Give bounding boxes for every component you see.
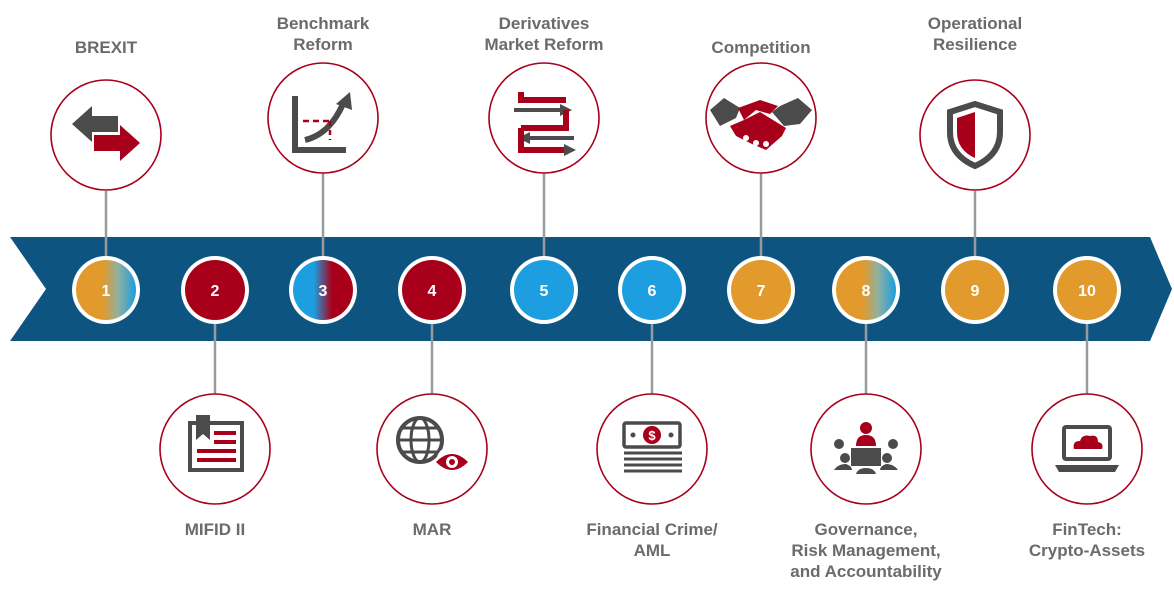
label-line: MAR [412,520,452,539]
milestone-9: 9 [941,256,1009,324]
label-line: Financial Crime/ [586,520,718,539]
meeting-table-icon [834,422,898,474]
milestone-number: 8 [862,283,871,300]
globe-eye-icon [396,416,468,478]
brexit-icon-circle [50,79,162,191]
milestone-6: 6 [618,256,686,324]
milestone-number: 7 [757,283,766,300]
label-brexit: BREXIT [11,37,201,58]
milestone-1: 1 [72,256,140,324]
label-fintech: FinTech: Crypto-Assets [992,519,1174,561]
milestone-markers: 1 2 3 4 5 6 7 [72,256,1121,324]
label-line: Governance, [814,520,918,539]
handshake-icon [710,98,812,150]
label-line: Operational [927,14,1023,33]
milestone-number: 3 [319,283,328,300]
label-resilience: Operational Resilience [880,13,1070,55]
governance-icon-circle [810,393,922,505]
resilience-icon-circle [919,79,1031,191]
label-mifid: MIFID II [120,519,310,540]
label-line: BREXIT [74,38,138,57]
milestone-number: 9 [971,283,980,300]
label-derivatives: Derivatives Market Reform [449,13,639,55]
label-line: Crypto-Assets [1028,541,1146,560]
label-line: Market Reform [484,35,604,54]
milestone-number: 6 [648,283,657,300]
mifid-icon-circle [159,393,271,505]
fintech-icon-circle [1031,393,1143,505]
milestone-3: 3 [289,256,357,324]
milestone-7: 7 [727,256,795,324]
label-line: Risk Management, [791,541,941,560]
milestone-number: 10 [1078,283,1096,300]
label-line: Resilience [932,35,1018,54]
milestone-number: 2 [211,283,220,300]
label-competition: Competition [666,37,856,58]
derivatives-icon-circle [488,62,600,174]
label-line: MIFID II [184,520,246,539]
label-line: Reform [293,35,353,54]
swap-arrows-icon [514,92,576,156]
label-line: Competition [711,38,811,57]
label-line: FinTech: [1052,520,1122,539]
milestone-number: 4 [428,283,437,300]
document-bookmark-icon [188,415,244,472]
connector-lines [104,172,1089,396]
label-line: and Accountability [790,562,942,581]
label-mar: MAR [337,519,527,540]
shield-icon [947,100,1003,170]
aml-icon-circle: $ [596,393,708,505]
milestone-5: 5 [510,256,578,324]
competition-icon-circle [705,62,817,174]
milestone-8: 8 [832,256,900,324]
milestone-4: 4 [398,256,466,324]
milestone-10: 10 [1053,256,1121,324]
label-line: Derivatives [498,14,590,33]
label-benchmark: Benchmark Reform [228,13,418,55]
milestone-2: 2 [181,256,249,324]
milestone-number: 1 [102,283,111,300]
label-financial-crime: Financial Crime/ AML [557,519,747,561]
milestone-number: 5 [540,283,549,300]
mar-icon-circle [376,393,488,505]
trend-chart-icon [292,92,352,153]
label-line: Benchmark [276,14,370,33]
exchange-arrows-icon [72,106,140,161]
label-governance: Governance, Risk Management, and Account… [771,519,961,582]
label-line: AML [633,541,671,560]
laptop-cloud-icon [1055,425,1119,472]
benchmark-icon-circle [267,62,379,174]
svg-text:$: $ [648,428,656,443]
money-stack-icon: $ [622,421,682,473]
